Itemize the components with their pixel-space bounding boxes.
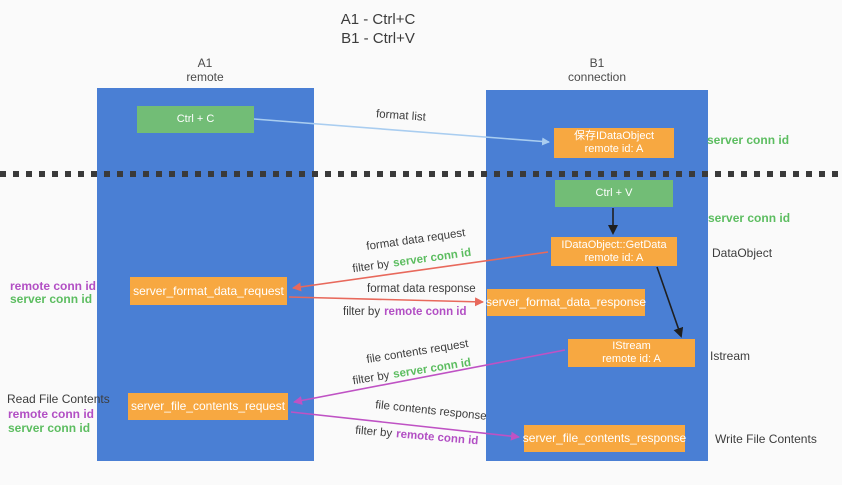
diagram-title: A1 - Ctrl+C B1 - Ctrl+V: [288, 10, 468, 48]
lane-b1-name: B1: [589, 56, 605, 70]
arrow-getdata-to-istream: [656, 266, 684, 338]
arrow-file-contents-response: [290, 411, 520, 441]
edge-label-format-data-response: format data response: [367, 283, 476, 295]
arrow-format-data-response: [288, 296, 484, 307]
side-label-read-file-contents: Read File Contents: [7, 392, 110, 406]
node-server-format-data-response: server_format_data_response: [485, 289, 647, 316]
arrow-format-data-request: [292, 251, 549, 292]
copy-paste-divider-line: [0, 171, 842, 177]
save-idataobject-line1: 保存IDataObject: [573, 130, 655, 142]
istream-line1: IStream: [612, 340, 651, 352]
node-idataobject-getdata: IDataObject::GetData remote id: A: [551, 237, 677, 266]
filter-by-text: filter by: [343, 306, 381, 318]
lane-a1-name: A1: [197, 56, 213, 70]
side-label-server-conn-id-mid: server conn id: [708, 211, 791, 225]
title-line-a1: A1 - Ctrl+C: [340, 11, 416, 28]
node-istream: IStream remote id: A: [568, 339, 695, 367]
node-ctrl-v: Ctrl + V: [555, 180, 673, 207]
lane-b1-role: connection: [567, 70, 627, 84]
title-line-b1: B1 - Ctrl+V: [341, 30, 415, 47]
ctrl-v-label: Ctrl + V: [595, 187, 633, 199]
side-label-remote-conn-id-1: remote conn id: [10, 279, 97, 293]
istream-line2: remote id: A: [602, 353, 661, 365]
save-idataobject-line2: remote id: A: [584, 143, 644, 155]
server-file-contents-response-label: server_file_contents_response: [522, 431, 687, 445]
node-server-file-contents-response: server_file_contents_response: [522, 425, 687, 452]
remote-conn-id-text: remote conn id: [384, 306, 467, 318]
server-format-data-request-label: server_format_data_request: [133, 283, 284, 298]
server-format-data-response-label: server_format_data_response: [485, 295, 647, 309]
side-label-istream: Istream: [710, 349, 751, 363]
side-label-server-conn-id-top: server conn id: [707, 133, 790, 147]
arrow-file-contents-request: [293, 349, 566, 405]
node-ctrl-c: Ctrl + C: [137, 106, 254, 133]
side-label-server-conn-id-2: server conn id: [8, 421, 91, 435]
getdata-line1: IDataObject::GetData: [561, 238, 667, 251]
node-server-format-data-request: server_format_data_request: [130, 277, 287, 305]
side-label-server-conn-id-1: server conn id: [10, 292, 93, 306]
lane-a1-role: remote: [186, 70, 224, 84]
node-server-file-contents-request: server_file_contents_request: [128, 393, 288, 420]
lane-header-b1: B1 connection: [547, 56, 647, 84]
node-save-idataobject: 保存IDataObject remote id: A: [554, 128, 674, 158]
side-label-remote-conn-id-2: remote conn id: [8, 407, 95, 421]
getdata-line2: remote id: A: [584, 251, 644, 264]
server-file-contents-request-label: server_file_contents_request: [130, 399, 286, 413]
side-label-dataobject: DataObject: [712, 246, 773, 260]
side-label-write-file-contents: Write File Contents: [715, 432, 817, 446]
arrow-format-list: [253, 118, 550, 146]
lane-header-a1: A1 remote: [155, 56, 255, 84]
ctrl-c-label: Ctrl + C: [176, 113, 215, 125]
